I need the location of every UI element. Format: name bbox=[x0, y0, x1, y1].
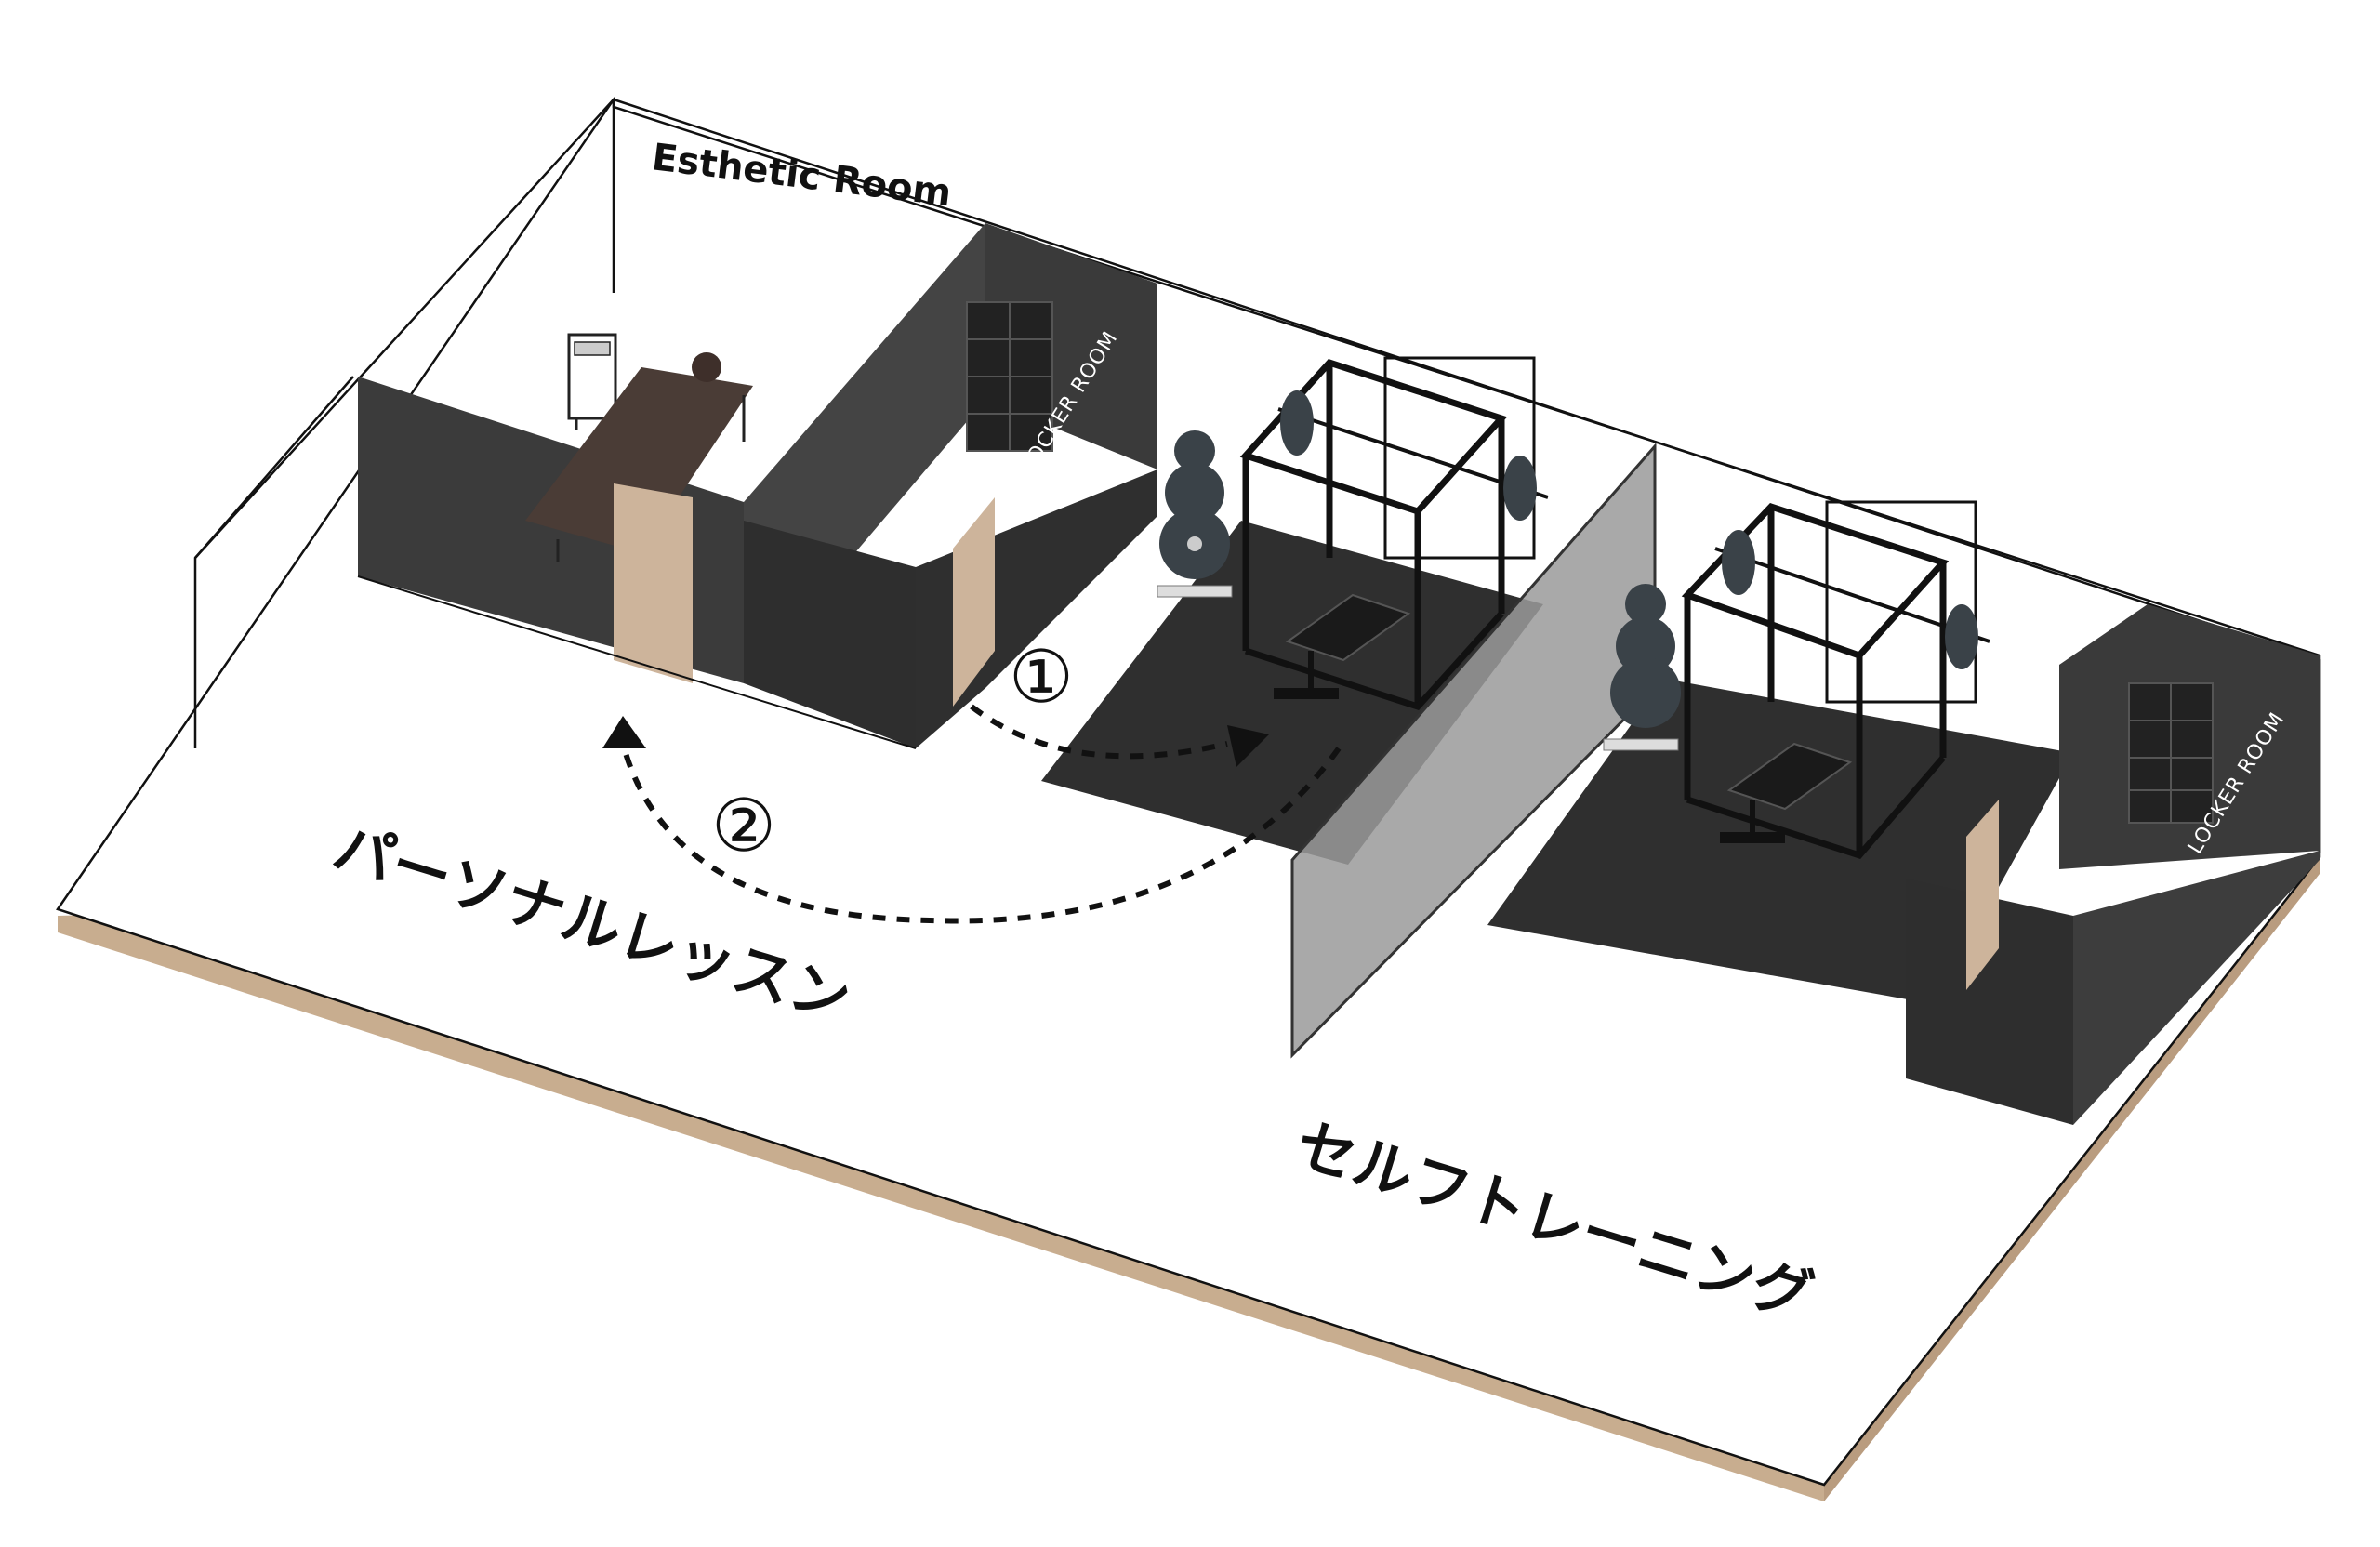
route-arrow-2-head bbox=[602, 716, 646, 748]
floor-edge-right bbox=[1824, 857, 2320, 1501]
locker-room-right-side-wall bbox=[2073, 851, 2320, 1125]
esthetic-room-door[interactable] bbox=[614, 483, 693, 683]
plate-stack-icon bbox=[1603, 584, 1681, 751]
route-arrow-1-head bbox=[1227, 725, 1269, 767]
esthetic-room-front-wall bbox=[744, 521, 916, 748]
locker-room-right-front-wall bbox=[1906, 879, 2073, 1125]
step-1-label: ① bbox=[1009, 636, 1074, 720]
esthetic-machine-icon bbox=[567, 333, 617, 430]
barbell-plate bbox=[1503, 456, 1537, 521]
locker-room-left-door[interactable] bbox=[953, 497, 995, 707]
barbell-plate bbox=[1945, 604, 1978, 669]
locker-icon bbox=[966, 301, 1053, 452]
step-2-label: ② bbox=[711, 785, 776, 868]
locker-room-left-front-wall bbox=[916, 469, 1157, 748]
massage-table-icon bbox=[525, 352, 753, 562]
wall-base bbox=[357, 575, 917, 749]
floor-edge-front bbox=[58, 916, 1824, 1501]
locker-icon bbox=[2128, 682, 2214, 824]
plate-stack-icon bbox=[1157, 430, 1233, 598]
wall-edge bbox=[194, 376, 354, 559]
locker-room-right-door[interactable] bbox=[1966, 800, 1999, 990]
barbell-plate bbox=[1722, 530, 1755, 595]
bench-icon bbox=[1274, 593, 1411, 699]
route-arrow-2 bbox=[620, 743, 1342, 924]
barbell-plate bbox=[1280, 390, 1314, 456]
bench-icon bbox=[1720, 742, 1853, 843]
route-arrow-1 bbox=[970, 704, 1228, 760]
